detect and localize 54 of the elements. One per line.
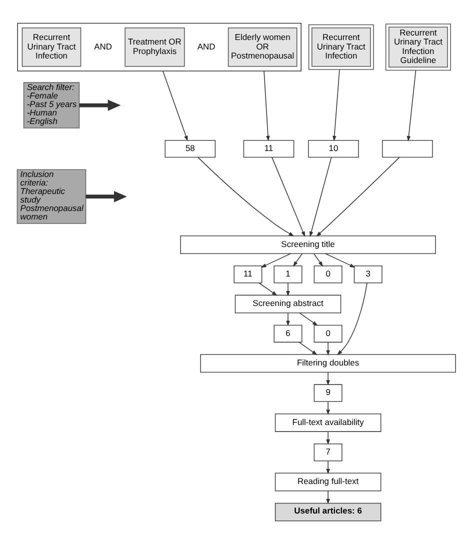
node-box: Recurrent Urinary Tract Infection Guideline (385, 23, 451, 70)
arrow (258, 282, 278, 296)
arrow (326, 460, 330, 474)
arrow (326, 372, 330, 385)
node-box: 7 (314, 443, 342, 461)
node-box: Filtering doubles (200, 354, 456, 372)
node-box: Recurrent Urinary Tract Infection (308, 24, 374, 70)
arrow (264, 70, 270, 141)
node-box: Recurrent Urinary Tract Infection (22, 26, 82, 66)
node-box: Useful articles: 6 (274, 502, 382, 521)
node-box: Inclusion criteria: Therapeutic study Postmenopausal women (16, 168, 86, 224)
arrow (406, 69, 416, 141)
cluster (17, 22, 302, 71)
arrow (292, 252, 303, 266)
node-box: Reading full-text (274, 472, 382, 491)
arrow (332, 68, 340, 141)
node-box: 10 (308, 139, 359, 158)
arrow (198, 156, 294, 236)
label: AND (94, 40, 112, 51)
arrow (325, 252, 356, 268)
node-box: 1 (274, 265, 302, 283)
arrow (326, 342, 330, 356)
node-box: 11 (243, 139, 294, 158)
node-box: 0 (314, 324, 342, 342)
arrow (316, 156, 400, 236)
arrow (260, 252, 292, 268)
arrow (326, 430, 330, 444)
arrow (79, 99, 121, 110)
arrow (272, 156, 306, 236)
arrow (299, 312, 318, 326)
node-box: Elderly women OR Postmenopausal (228, 26, 298, 66)
node-box: Treatment OR Prophylaxis (124, 26, 185, 66)
arrow (298, 341, 318, 355)
node-box (382, 139, 433, 158)
node-box: Screening title (180, 235, 436, 254)
arrow (86, 190, 127, 202)
arrow (310, 156, 332, 236)
arrow (337, 282, 368, 355)
node-box: 6 (274, 324, 302, 342)
node-box: 58 (164, 139, 216, 158)
node-box: Screening abstract (234, 294, 342, 313)
node-box: 0 (314, 265, 342, 283)
arrow (326, 400, 330, 414)
arrow (286, 282, 290, 296)
label: AND (197, 40, 216, 51)
arrow (326, 490, 330, 504)
node-box: 11 (234, 265, 262, 283)
node-box: 3 (354, 265, 382, 283)
node-box: Search filter: -Female -Past 5 years -Human -English (23, 82, 80, 128)
node-box: Full-text availability (274, 412, 382, 432)
arrow (286, 312, 290, 326)
arrow (314, 252, 324, 266)
arrow (162, 70, 188, 141)
node-box: 9 (314, 384, 342, 402)
